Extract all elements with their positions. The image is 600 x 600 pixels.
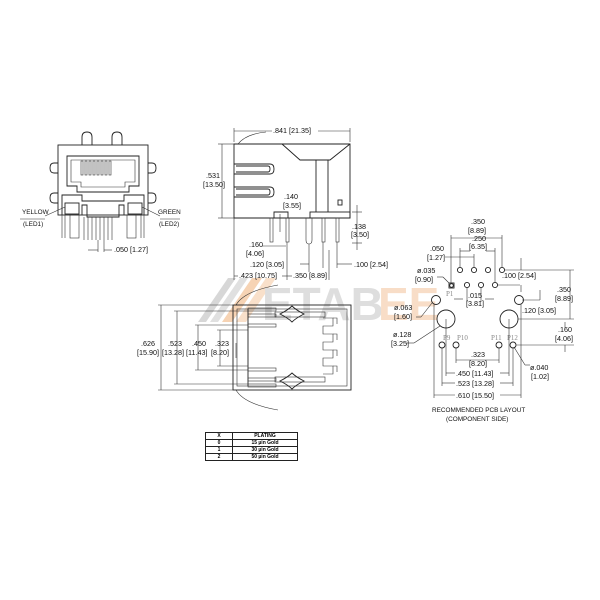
pcb-dim-450: .450 [11.43] bbox=[456, 369, 493, 378]
pin-label-p10: P10 bbox=[457, 334, 468, 342]
watermark-text-eta: ETAB bbox=[262, 278, 384, 330]
side-dim-423: .423 [10.75] bbox=[239, 271, 277, 280]
pcb-dim-350-right-in: .350 bbox=[557, 285, 571, 294]
pcb-dim-610: .610 [15.50] bbox=[456, 391, 494, 400]
watermark-logo: ETAB EE bbox=[198, 278, 439, 330]
pcb-dim-015-in: .015 bbox=[468, 291, 482, 300]
pcb-dim-100: .100 [2.54] bbox=[502, 271, 536, 280]
pcb-dim-050-mm: [1.27] bbox=[427, 253, 445, 262]
bottom-dim-626-mm: [15.90] bbox=[137, 348, 159, 357]
led1-color-label: YELLOW bbox=[22, 209, 50, 216]
pcb-dim-050-in: .050 bbox=[430, 244, 444, 253]
side-dim-138-mm: [3.50] bbox=[351, 230, 369, 239]
side-view: .841 [21.35] .531 [13.50] .140 bbox=[203, 126, 388, 280]
plating-table-header: X PLATING bbox=[205, 432, 298, 440]
pcb-dim-250-mm: [6.35] bbox=[469, 242, 487, 251]
bottom-dim-523-mm: [13.28] bbox=[162, 348, 184, 357]
watermark-text-ee: EE bbox=[378, 278, 439, 330]
side-height-in: .531 bbox=[206, 171, 220, 180]
side-dim-100: .100 [2.54] bbox=[354, 260, 388, 269]
pcb-dim-015-mm: [3.81] bbox=[466, 299, 484, 308]
pcb-hole-035-in: ø.035 bbox=[417, 266, 435, 275]
front-view: YELLOW (LED1) GREEN (LED2) .050 [1.27] bbox=[20, 131, 181, 254]
front-pitch-dim: .050 [1.27] bbox=[114, 245, 148, 254]
bottom-dim-323-in: .323 bbox=[215, 339, 229, 348]
pcb-dim-523: .523 [13.28] bbox=[456, 379, 494, 388]
plating-table: X PLATING 0 15 µin Gold 1 30 µin Gold 2 … bbox=[205, 432, 298, 461]
pcb-hole-035-mm: [0.90] bbox=[415, 275, 433, 284]
side-dim-138-in: .138 bbox=[352, 222, 366, 231]
led1-name-label: (LED1) bbox=[23, 221, 43, 228]
pcb-dim-323-mm: [8.20] bbox=[469, 359, 487, 368]
side-dim-140-in: .140 bbox=[284, 192, 298, 201]
side-dim-120: .120 [3.05] bbox=[250, 260, 284, 269]
pcb-layout: P1 P9 P10 P11 P12 .350 [8.89] .250 [6.35… bbox=[391, 217, 574, 423]
cell-x: 0 bbox=[205, 439, 233, 447]
side-dim-350: .350 [8.89] bbox=[293, 271, 327, 280]
pcb-dim-350-right-mm: [8.89] bbox=[555, 294, 573, 303]
pcb-layout-title: RECOMMENDED PCB LAYOUT bbox=[432, 407, 525, 414]
pcb-hole-128-in: ø.128 bbox=[393, 330, 411, 339]
side-length-dim: .841 [21.35] bbox=[273, 126, 311, 135]
table-row: 2 50 µin Gold bbox=[205, 453, 298, 461]
cell-plating: 30 µin Gold bbox=[232, 446, 298, 454]
bottom-dim-323-mm: [8.20] bbox=[211, 348, 229, 357]
header-plating: PLATING bbox=[232, 432, 298, 440]
pin-label-p12: P12 bbox=[507, 334, 518, 342]
pcb-hole-040-in: ø.040 bbox=[530, 363, 548, 372]
bottom-dim-450-mm: [11.43] bbox=[186, 348, 207, 357]
side-dim-160-in: .160 bbox=[249, 240, 263, 249]
led2-name-label: (LED2) bbox=[159, 221, 179, 228]
pin-label-p9: P9 bbox=[443, 334, 451, 342]
side-dim-140-mm: [3.55] bbox=[283, 201, 301, 210]
side-height-mm: [13.50] bbox=[203, 180, 225, 189]
header-x: X bbox=[205, 432, 233, 440]
pcb-dim-350-top-in: .350 bbox=[471, 217, 485, 226]
pin-label-p11: P11 bbox=[491, 334, 502, 342]
bottom-view: .626 [15.90] .523 [13.28] .450 [11.43] .… bbox=[137, 284, 352, 411]
pcb-dim-323-in: .323 bbox=[471, 350, 485, 359]
table-row: 1 30 µin Gold bbox=[205, 446, 298, 454]
cell-plating: 15 µin Gold bbox=[232, 439, 298, 447]
pcb-hole-063-mm: [1.60] bbox=[394, 312, 412, 321]
pcb-layout-subtitle: (COMPONENT SIDE) bbox=[446, 416, 508, 423]
pcb-hole-063-in: ø.063 bbox=[394, 303, 412, 312]
pcb-dim-250-in: .250 bbox=[472, 234, 486, 243]
pcb-hole-128-mm: [3.25] bbox=[391, 339, 409, 348]
cell-plating: 50 µin Gold bbox=[232, 453, 298, 461]
table-row: 0 15 µin Gold bbox=[205, 439, 298, 447]
pcb-dim-160-mm: [4.06] bbox=[555, 334, 573, 343]
pcb-dim-120: .120 [3.05] bbox=[522, 306, 556, 315]
bottom-dim-523-in: .523 bbox=[168, 339, 182, 348]
bottom-dim-626-in: .626 bbox=[141, 339, 155, 348]
pcb-hole-040-mm: [1.02] bbox=[531, 372, 549, 381]
bottom-dim-450-in: .450 bbox=[192, 339, 206, 348]
side-dim-160-mm: [4.06] bbox=[246, 249, 264, 258]
pin-label-p1: P1 bbox=[446, 290, 454, 298]
pcb-dim-350-top-mm: [8.89] bbox=[468, 226, 486, 235]
pcb-dim-160-in: .160 bbox=[558, 325, 572, 334]
led2-color-label: GREEN bbox=[158, 209, 181, 216]
cell-x: 2 bbox=[205, 453, 233, 461]
cell-x: 1 bbox=[205, 446, 233, 454]
